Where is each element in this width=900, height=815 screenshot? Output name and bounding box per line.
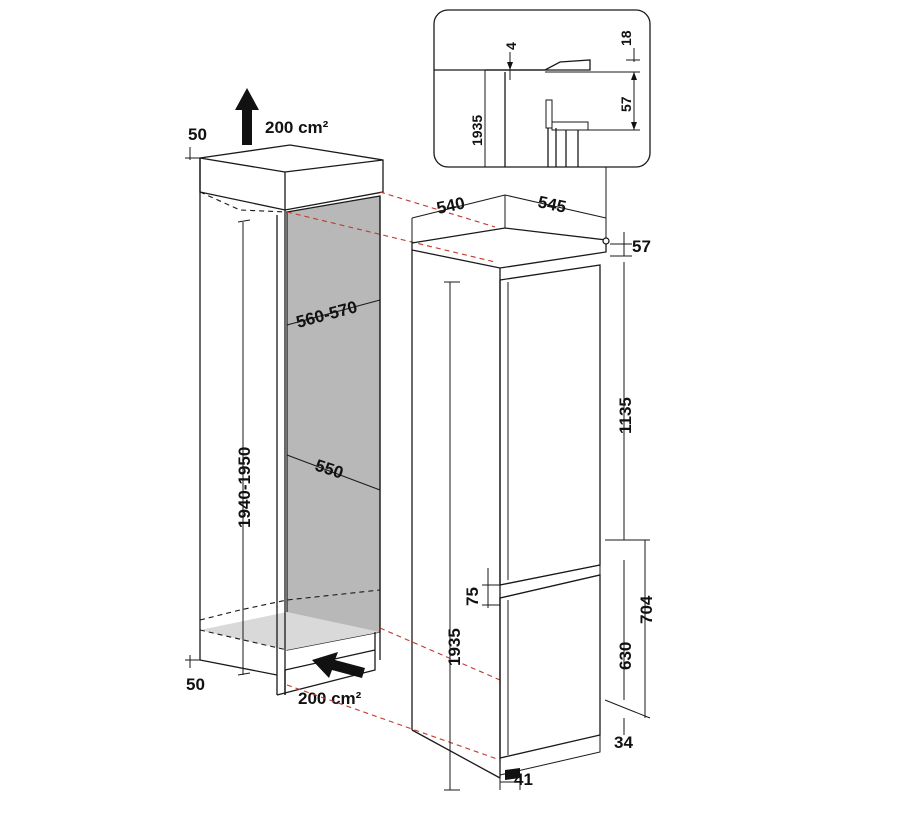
upper-door-label: 1135 xyxy=(616,397,635,434)
bottom-gap-label: 50 xyxy=(186,675,205,694)
door-gap-label: 75 xyxy=(463,587,482,606)
detail-depth: 57 xyxy=(618,96,634,112)
lower-block-label: 704 xyxy=(637,595,656,624)
unit-depth-label: 545 xyxy=(536,192,568,216)
unit-width-label: 540 xyxy=(435,193,467,217)
niche-floor xyxy=(200,612,380,650)
vent-bottom-label: 200 cm² xyxy=(298,689,362,708)
alignment-guides xyxy=(286,191,501,761)
lower-door-label: 630 xyxy=(616,642,635,670)
foot-label: 41 xyxy=(514,770,533,789)
vent-top-label: 200 cm² xyxy=(265,118,329,137)
top-gap-label: 50 xyxy=(188,125,207,144)
detail-gap-top: 18 xyxy=(618,30,634,46)
vent-in-arrow-icon xyxy=(312,652,365,678)
detail-gap-small: 4 xyxy=(503,42,519,50)
detail-height: 1935 xyxy=(469,115,485,146)
niche-height-label: 1940-1950 xyxy=(235,447,254,528)
plinth-label: 34 xyxy=(614,733,633,752)
lower-door xyxy=(499,574,601,759)
upper-door xyxy=(499,264,601,586)
appliance: 540 545 57 1135 704 630 75 1935 34 41 xyxy=(411,167,656,791)
detail-inset: 4 18 1935 57 xyxy=(433,9,651,168)
niche-back-panel xyxy=(286,195,381,651)
unit-height-label: 1935 xyxy=(445,628,464,666)
top-offset-label: 57 xyxy=(632,237,651,256)
niche-cabinet: 200 cm² 200 cm² 50 50 1940-1950 560-570 … xyxy=(185,88,384,708)
vent-up-arrow-icon xyxy=(235,88,259,145)
